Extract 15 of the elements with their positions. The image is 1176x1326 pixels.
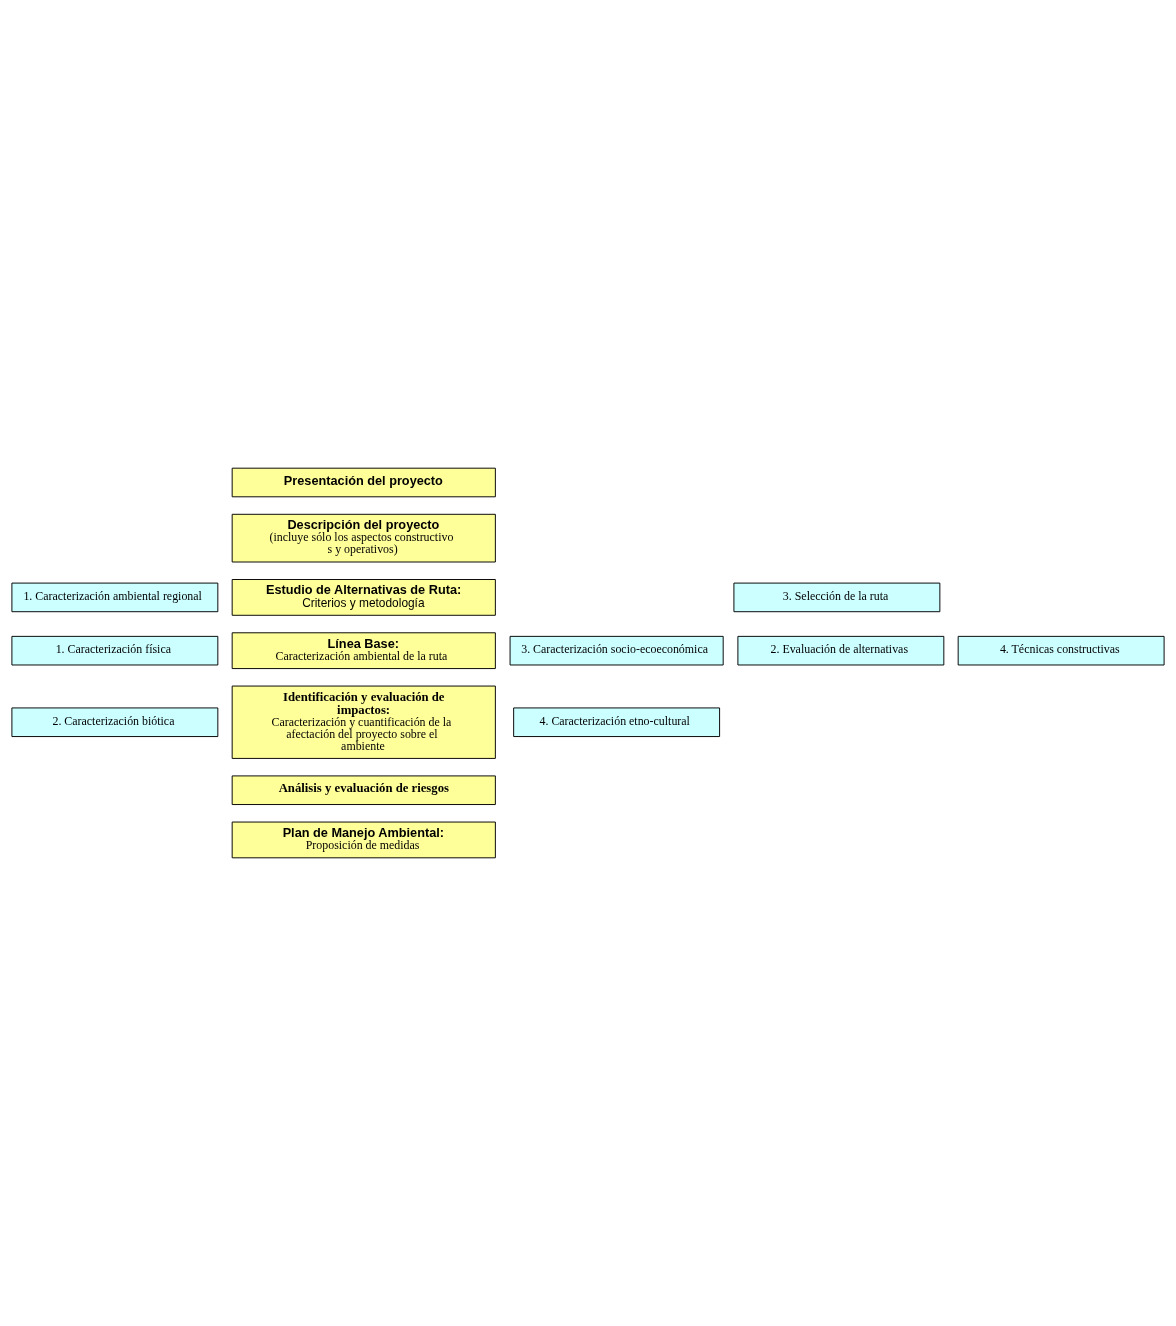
node-box: 1. Caracterización ambiental regional	[11, 582, 219, 613]
node-box: Análisis y evaluación de riesgos	[231, 775, 496, 805]
node-box: 4. Técnicas constructivas	[957, 635, 1165, 666]
node-box: 3. Selección de la ruta	[733, 582, 941, 613]
node-box: 1. Caracterización física	[11, 635, 219, 666]
node-box: 2. Evaluación de alternativas	[737, 635, 945, 666]
node-box: Línea Base: Caracterización ambiental de la ruta	[231, 632, 496, 670]
node-box: Identificación y evaluación de impactos: Caracterización y cuantificación de la afectación del proyecto sobre el ambiente	[231, 685, 496, 759]
node-box: Estudio de Alternativas de Ruta: Criterios y metodología	[231, 579, 496, 616]
node-box: 4. Caracterización etno-cultural	[513, 707, 721, 738]
node-box: Presentación del proyecto	[231, 467, 496, 498]
node-box: Plan de Manejo Ambiental: Proposición de medidas	[231, 821, 496, 859]
node-box: 3. Caracterización socio-ecoeconómica	[509, 635, 724, 666]
node-box: Descripción del proyecto (incluye sólo los aspectos constructivo s y operativos)	[231, 513, 496, 563]
node-box: 2. Caracterización biótica	[11, 707, 219, 738]
